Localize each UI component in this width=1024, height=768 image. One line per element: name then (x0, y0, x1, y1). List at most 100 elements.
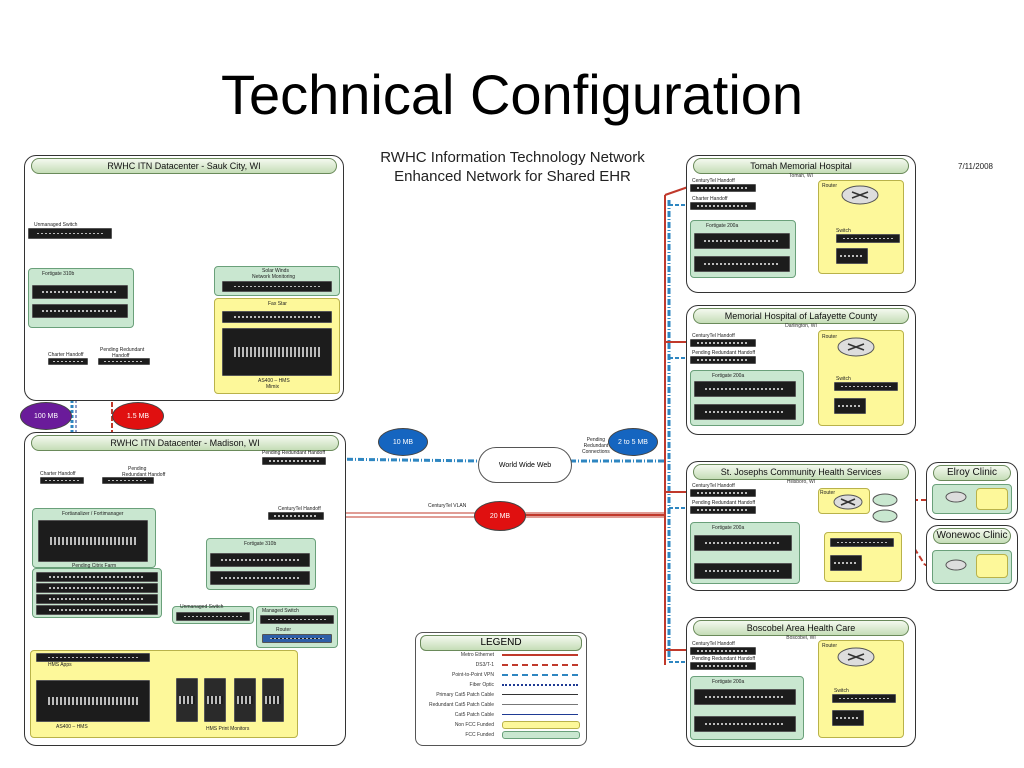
stjoseph-centurytel-label: CenturyTel Handoff (692, 483, 735, 489)
wonewoc-router-icon (945, 559, 967, 571)
solarwinds-sub-label: Network Monitoring (252, 274, 296, 280)
faxstar-label: Fax Star (268, 301, 287, 307)
sauk-fortigate-label: Fortigate 310b (42, 271, 75, 277)
link-100mb: 100 MB (20, 402, 72, 430)
lafayette-switch (834, 382, 898, 391)
madison-centurytel-handoff (268, 512, 324, 520)
madison-charter-label: Charter Handoff (40, 471, 76, 477)
tomah-fortigate-1 (694, 233, 790, 249)
elroy-router-icon (945, 491, 967, 503)
madison-fortigate-label: Fortigate 310b (244, 541, 277, 547)
madison-router (262, 634, 332, 643)
subtitle-line-2: Enhanced Network for Shared EHR (394, 168, 631, 185)
legend-label: Fiber Optic (469, 682, 494, 688)
lafayette-title: Memorial Hospital of Lafayette County (693, 308, 909, 324)
stjoseph-fortigate-1 (694, 535, 792, 551)
madison-as400 (36, 680, 150, 722)
legend-sample (502, 714, 578, 715)
faxstar-server (222, 311, 332, 323)
boscobel-fortigate-1 (694, 689, 796, 705)
wonewoc-device-box (976, 554, 1008, 578)
citrix-server-2 (36, 583, 158, 593)
tomah-centurytel-label: CenturyTel Handoff (692, 178, 735, 184)
tomah-switch-label: Switch (836, 228, 851, 234)
legend-row-metro: Metro Ethernet (420, 651, 582, 659)
stjoseph-title: St. Josephs Community Health Services (693, 464, 909, 480)
print-monitor-1 (176, 678, 198, 722)
tomah-charter-handoff (690, 202, 756, 210)
lafayette-router-label: Router (822, 334, 838, 340)
centurytel-vlan-label: CenturyTel VLAN (428, 503, 467, 509)
boscobel-pending-handoff (690, 662, 756, 670)
legend: LEGEND Metro Ethernet DS3/T-1 Point-to-P… (415, 632, 587, 746)
tomah-switch (836, 234, 900, 243)
solarwinds-label: Solar Winds (262, 268, 289, 274)
madison-router-label: Router (276, 627, 292, 633)
print-monitors-label: HMS Print Monitors (206, 726, 250, 732)
boscobel-switch (832, 694, 896, 703)
solarwinds-server (222, 281, 332, 292)
sauk-fortigate-1 (32, 285, 128, 299)
boscobel-centurytel-handoff (690, 647, 756, 655)
link-20mb: 20 MB (474, 501, 526, 531)
stjoseph-server (830, 555, 862, 571)
lafayette-fortigate-1 (694, 381, 796, 397)
madison-pending-handoff (102, 477, 154, 484)
fortianalizer-label: Fortianalizer / Fortimanager (62, 511, 124, 517)
legend-sample (502, 721, 580, 729)
stjoseph-switch (830, 538, 894, 547)
wonewoc-title: Wonewoc Clinic (933, 528, 1011, 544)
tomah-fortigate-label: Fortigate 200a (706, 223, 739, 229)
legend-sample (502, 664, 578, 666)
legend-title: LEGEND (420, 635, 582, 651)
tomah-charter-label: Charter Handoff (692, 196, 728, 202)
tomah-title: Tomah Memorial Hospital (693, 158, 909, 174)
boscobel-pending-label: Pending Redundant Handoff (692, 656, 756, 662)
legend-label: Non FCC Funded (454, 722, 494, 728)
boscobel-location: Boscobel, WI (786, 635, 816, 641)
legend-label: Primary Cat5 Patch Cable (436, 692, 494, 698)
legend-sample (502, 704, 578, 705)
tomah-router-label: Router (822, 183, 838, 189)
hms-apps-label: HMS Apps (48, 662, 72, 668)
boscobel-title: Boscobel Area Health Care (693, 620, 909, 636)
stjoseph-location: Hillsboro, WI (786, 479, 816, 485)
pending-conn-2: Redundant (583, 443, 609, 449)
legend-row-non-fcc: Non FCC Funded (420, 721, 582, 729)
diagram-date: 7/11/2008 (958, 162, 993, 171)
legend-row-cat5: Cat5 Patch Cable (420, 711, 582, 719)
legend-sample (502, 731, 580, 739)
diagram-subtitle: RWHC Information Technology Network Enha… (340, 148, 685, 186)
tomah-router-icon (841, 185, 879, 205)
legend-label: Redundant Cat5 Patch Cable (428, 702, 494, 708)
lafayette-pending-handoff (690, 356, 756, 364)
stjoseph-pending-handoff (690, 506, 756, 514)
boscobel-switch-label: Switch (834, 688, 849, 694)
legend-label: Metro Ethernet (460, 652, 494, 658)
boscobel-router-label: Router (822, 643, 838, 649)
lafayette-centurytel-label: CenturyTel Handoff (692, 333, 735, 339)
fortianalizer-server (38, 520, 148, 562)
stjoseph-router-label: Router (820, 490, 836, 496)
citrix-server-1 (36, 572, 158, 582)
sauk-unmanaged-switch-label: Unmanaged Switch (34, 222, 78, 228)
boscobel-server (832, 710, 864, 726)
citrix-label: Pending Citrix Farm (72, 563, 117, 569)
madison-fortigate-2 (210, 571, 310, 585)
link-15mb: 1.5 MB (112, 402, 164, 430)
pending-connections-label: Pending Redundant Connections (582, 437, 610, 455)
boscobel-fortigate-label: Fortigate 200a (712, 679, 745, 685)
madison-pending-redundant-label: Pending Redundant Handoff (262, 450, 326, 456)
legend-sample (502, 684, 578, 686)
legend-row-redundant-cat5: Redundant Cat5 Patch Cable (420, 701, 582, 709)
link-2to5mb: 2 to 5 MB (608, 428, 658, 456)
pending-conn-3: Connections (582, 449, 610, 455)
lafayette-fortigate-2 (694, 404, 796, 420)
madison-pending-redundant-handoff (262, 457, 326, 465)
hms-apps-server (36, 653, 150, 662)
legend-row-primary-cat5: Primary Cat5 Patch Cable (420, 691, 582, 699)
madison-as400-label: AS400 – HMS (56, 724, 88, 730)
tomah-server (836, 248, 868, 264)
print-monitor-3 (234, 678, 256, 722)
madison-unmanaged-switch (176, 612, 250, 621)
